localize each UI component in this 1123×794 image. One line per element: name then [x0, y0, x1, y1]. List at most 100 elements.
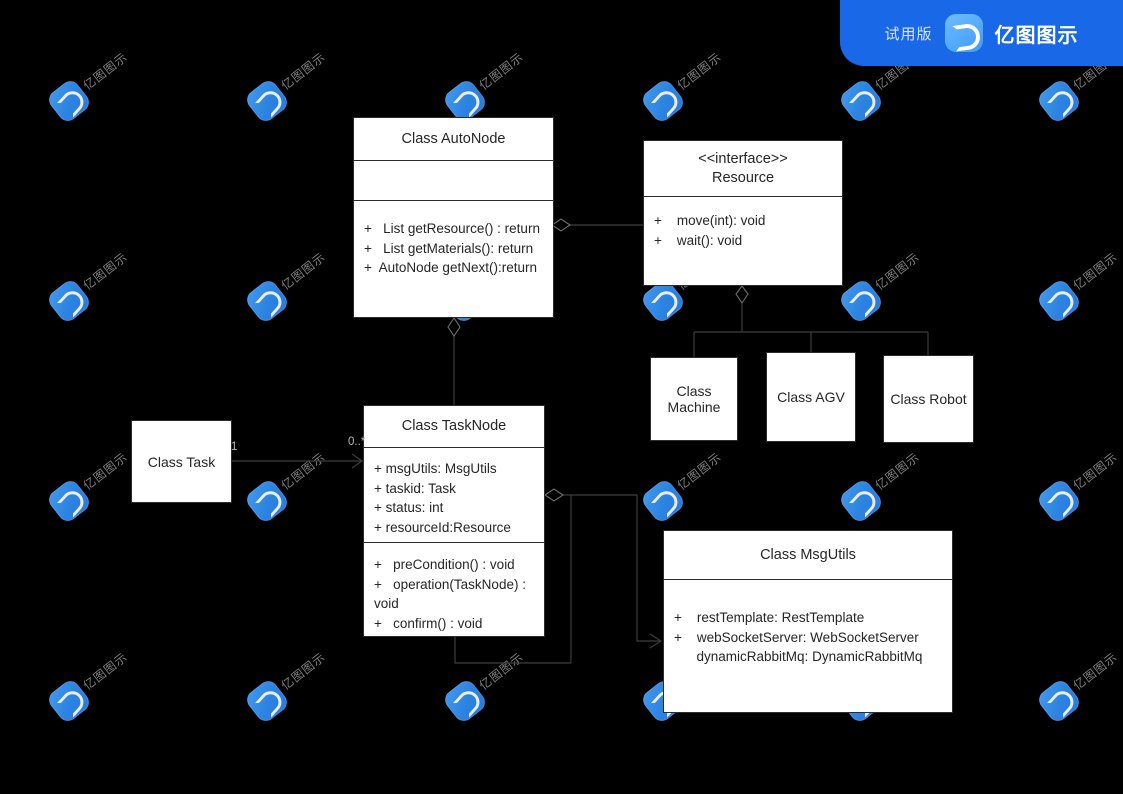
class-methods-task-node: + preCondition() : void + operation(Task…: [364, 542, 544, 638]
watermark: 亿图图示: [242, 223, 361, 328]
watermark-logo-icon: [45, 677, 93, 725]
method-line: + move(int): void: [654, 213, 766, 228]
watermark: 亿图图示: [242, 23, 361, 128]
watermark-logo-icon: [639, 477, 687, 525]
watermark-logo-icon: [45, 277, 93, 325]
class-title-agv: Class AGV: [777, 389, 845, 405]
watermark-logo-icon: [639, 77, 687, 125]
aggregation-diamond-autonode-resource: [551, 218, 571, 232]
watermark-text: 亿图图示: [80, 449, 131, 493]
class-title-text: Class MsgUtils: [760, 546, 856, 563]
attribute-line: dynamicRabbitMq: DynamicRabbitMq: [674, 649, 923, 665]
class-title-msg-utils: Class MsgUtils: [664, 531, 952, 579]
class-box-msg-utils[interactable]: Class MsgUtils + restTemplate: RestTempl…: [663, 530, 953, 713]
attribute-line: + resourceId:Resource: [374, 519, 511, 535]
arrowhead-task-tasknode: [351, 453, 364, 469]
method-line: + confirm() : void: [374, 615, 483, 631]
watermark-logo-icon: [45, 77, 93, 125]
watermark-text: 亿图图示: [278, 249, 329, 293]
class-title-text: Class AutoNode: [401, 130, 506, 147]
watermark-text: 亿图图示: [80, 649, 131, 693]
class-box-task[interactable]: Class Task: [131, 420, 232, 503]
watermark-text: 亿图图示: [674, 449, 725, 493]
method-line: + AutoNode getNext():return: [364, 260, 537, 276]
class-attributes-task-node: + msgUtils: MsgUtils + taskid: Task + st…: [364, 447, 544, 542]
attribute-line: + status: int: [374, 500, 444, 516]
watermark-logo-icon: [243, 477, 291, 525]
multiplicity-task-node-side: 0..*: [348, 436, 366, 448]
watermark-logo-icon: [1035, 677, 1083, 725]
watermark-logo-icon: [1035, 277, 1083, 325]
class-box-machine[interactable]: Class Machine: [650, 357, 738, 441]
watermark-text: 亿图图示: [872, 249, 923, 293]
watermark-text: 亿图图示: [476, 49, 527, 93]
watermark: 亿图图示: [44, 23, 163, 128]
aggregation-diamond-autonode-tasknode: [447, 317, 461, 337]
class-title-machine: Class Machine: [667, 383, 721, 415]
method-line: + wait(): void: [654, 232, 743, 248]
watermark-text: 亿图图示: [674, 49, 725, 93]
watermark: 亿图图示: [1034, 423, 1123, 528]
watermark-text: 亿图图示: [1070, 649, 1121, 693]
watermark-logo-icon: [1035, 477, 1083, 525]
watermark: 亿图图示: [638, 23, 757, 128]
class-title-resource: <<interface>> Resource: [644, 141, 842, 196]
watermark-text: 亿图图示: [80, 49, 131, 93]
generalization-diamond-resource: [735, 285, 749, 304]
watermark: 亿图图示: [44, 223, 163, 328]
watermark-text: 亿图图示: [1070, 449, 1121, 493]
attribute-line: + restTemplate: RestTemplate: [674, 610, 865, 625]
watermark-text: 亿图图示: [278, 449, 329, 493]
class-stereotype-resource: <<interface>>: [698, 151, 788, 168]
watermark-logo-icon: [441, 677, 489, 725]
class-methods-resource: + move(int): void + wait(): void: [644, 196, 842, 286]
watermark: 亿图图示: [1034, 223, 1123, 328]
watermark-text: 亿图图示: [278, 649, 329, 693]
watermark: 亿图图示: [440, 623, 559, 728]
method-line: + List getResource() : return: [364, 221, 540, 236]
class-attributes-auto-node: [354, 160, 553, 200]
class-title-task-node: Class TaskNode: [364, 406, 544, 447]
watermark-logo-icon: [45, 477, 93, 525]
watermark-logo-icon: [837, 277, 885, 325]
attribute-line: + webSocketServer: WebSocketServer: [674, 629, 919, 645]
edraw-logo-icon: [944, 14, 983, 52]
class-title-robot: Class Robot: [890, 391, 967, 407]
attribute-line: + taskid: Task: [374, 480, 456, 496]
watermark: 亿图图示: [242, 623, 361, 728]
watermark-text: 亿图图示: [872, 449, 923, 493]
watermark-text: 亿图图示: [476, 649, 527, 693]
trial-version-badge[interactable]: 试用版 亿图图示: [840, 0, 1123, 66]
watermark: 亿图图示: [242, 423, 361, 528]
arrowhead-tasknode-msgutils: [649, 633, 663, 649]
watermark-logo-icon: [837, 477, 885, 525]
watermark: 亿图图示: [44, 623, 163, 728]
class-box-resource[interactable]: <<interface>> Resource + move(int): void…: [643, 140, 843, 286]
brand-name: 亿图图示: [994, 22, 1079, 47]
watermark: 亿图图示: [1034, 623, 1123, 728]
watermark-logo-icon: [1035, 77, 1083, 125]
class-box-task-node[interactable]: Class TaskNode + msgUtils: MsgUtils + ta…: [363, 405, 545, 637]
method-line: + preCondition() : void: [374, 557, 515, 572]
method-line: + List getMaterials(): return: [364, 240, 534, 256]
class-box-auto-node[interactable]: Class AutoNode + List getResource() : re…: [353, 117, 554, 318]
class-title-text: Resource: [711, 169, 775, 186]
aggregation-diamond-tasknode-msgutils: [544, 488, 564, 502]
watermark: 亿图图示: [836, 223, 955, 328]
watermark-logo-icon: [243, 677, 291, 725]
watermark-logo-icon: [243, 277, 291, 325]
watermark: 亿图图示: [440, 23, 559, 128]
class-title-task: Class Task: [147, 453, 216, 470]
class-box-agv[interactable]: Class AGV: [766, 352, 856, 442]
watermark-text: 亿图图示: [278, 49, 329, 93]
multiplicity-task-side: 1: [231, 441, 238, 453]
class-attributes-msg-utils: + restTemplate: RestTemplate + webSocket…: [664, 579, 952, 713]
class-title-auto-node: Class AutoNode: [354, 118, 553, 160]
watermark-text: 亿图图示: [1070, 249, 1121, 293]
watermark-logo-icon: [243, 77, 291, 125]
method-line: + operation(TaskNode) : void: [374, 576, 530, 612]
watermark-text: 亿图图示: [80, 249, 131, 293]
class-box-robot[interactable]: Class Robot: [883, 355, 974, 443]
connector-tasknode-msgutils: [545, 494, 660, 642]
